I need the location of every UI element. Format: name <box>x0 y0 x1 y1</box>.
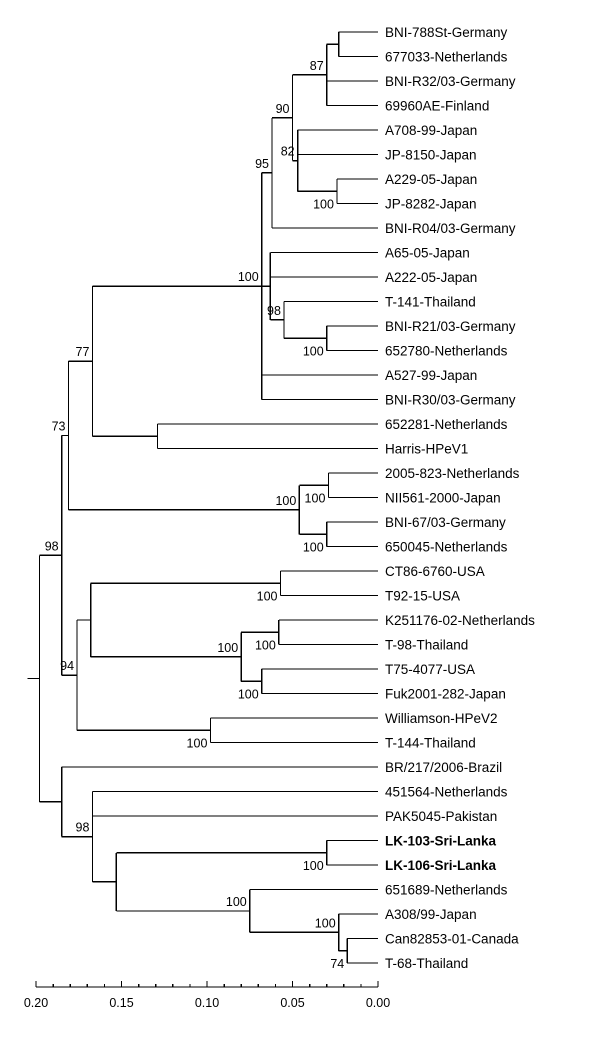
bootstrap-value: 100 <box>257 589 278 603</box>
bootstrap-value: 90 <box>276 102 290 116</box>
bootstrap-value: 98 <box>76 821 90 835</box>
taxon-labels: BNI-788St-Germany 677033-NetherlandsBNI-R… <box>385 25 535 971</box>
taxon-label: A65-05-Japan <box>385 246 470 261</box>
bootstrap-value: 100 <box>187 736 208 750</box>
taxon-label: 2005-823-Netherlands <box>385 466 520 481</box>
taxon-label: CT86-6760-USA <box>385 564 485 579</box>
taxon-label: JP-8282-Japan <box>385 197 477 212</box>
taxon-label: T-68-Thailand <box>385 956 468 971</box>
taxon-label: 451564-Netherlands <box>385 785 508 800</box>
bootstrap-value: 100 <box>238 687 259 701</box>
axis-tick-label: 0.15 <box>109 996 133 1010</box>
bootstrap-value: 100 <box>303 344 324 358</box>
bootstrap-value: 95 <box>255 157 269 171</box>
bootstrap-value: 100 <box>275 494 296 508</box>
taxon-label: 677033-Netherlands <box>385 50 508 65</box>
taxon-label: 651689-Netherlands <box>385 883 508 898</box>
taxon-label: T-141-Thailand <box>385 295 476 310</box>
taxon-label: JP-8150-Japan <box>385 148 477 163</box>
bootstrap-value: 94 <box>60 659 74 673</box>
taxon-label: PAK5045-Pakistan <box>385 809 497 824</box>
axis-tick-label: 0.00 <box>366 996 390 1010</box>
taxon-label: A308/99-Japan <box>385 907 477 922</box>
bootstrap-support-labels: 87 100 82 90 95 100 98 100 77 100 100 100 73 100 100 10… <box>45 59 345 971</box>
taxon-label: Harris-HPeV1 <box>385 442 468 457</box>
taxon-label: A527-99-Japan <box>385 368 477 383</box>
bootstrap-value: 100 <box>305 491 326 505</box>
taxon-label: 650045-Netherlands <box>385 540 508 555</box>
axis-tick-label: 0.10 <box>195 996 219 1010</box>
distance-scale-axis: 0.20 0.15 0.10 0.05 0.00 <box>24 981 390 1010</box>
bootstrap-value: 100 <box>313 197 334 211</box>
bootstrap-value: 77 <box>76 345 90 359</box>
bootstrap-value: 98 <box>267 304 281 318</box>
bootstrap-value: 100 <box>255 638 276 652</box>
taxon-label: T92-15-USA <box>385 589 460 604</box>
bootstrap-value: 87 <box>310 59 324 73</box>
taxon-label: 69960AE-Finland <box>385 99 489 114</box>
bootstrap-value: 100 <box>226 895 247 909</box>
taxon-label: BNI-R30/03-Germany <box>385 393 516 408</box>
taxon-label: Can82853-01-Canada <box>385 932 519 947</box>
bootstrap-value: 100 <box>315 916 336 930</box>
bootstrap-value: 100 <box>303 859 324 873</box>
bootstrap-value: 98 <box>45 539 59 553</box>
taxon-label: A708-99-Japan <box>385 123 477 138</box>
bootstrap-value: 82 <box>281 145 295 159</box>
taxon-label: BNI-R21/03-Germany <box>385 319 516 334</box>
axis-tick-label: 0.05 <box>280 996 304 1010</box>
taxon-label: K251176-02-Netherlands <box>385 613 535 628</box>
taxon-label: 652281-Netherlands <box>385 417 508 432</box>
bootstrap-value: 74 <box>330 957 344 971</box>
taxon-label: NII561-2000-Japan <box>385 491 501 506</box>
bootstrap-value: 100 <box>217 641 238 655</box>
bootstrap-value: 100 <box>303 540 324 554</box>
tree-branches <box>27 31 378 964</box>
taxon-label: BNI-67/03-Germany <box>385 515 506 530</box>
taxon-label: Williamson-HPeV2 <box>385 711 498 726</box>
bootstrap-value: 100 <box>238 270 259 284</box>
taxon-label: BNI-R32/03-Germany <box>385 74 516 89</box>
taxon-label: T75-4077-USA <box>385 662 475 677</box>
taxon-label: T-98-Thailand <box>385 638 468 653</box>
taxon-label: LK-106-Sri-Lanka <box>385 858 497 873</box>
taxon-label: A222-05-Japan <box>385 270 477 285</box>
taxon-label: BNI-788St-Germany <box>385 25 508 40</box>
axis-tick-label: 0.20 <box>24 996 48 1010</box>
taxon-label: T-144-Thailand <box>385 736 476 751</box>
taxon-label: LK-103-Sri-Lanka <box>385 834 497 849</box>
taxon-label: BR/217/2006-Brazil <box>385 760 502 775</box>
taxon-label: A229-05-Japan <box>385 172 477 187</box>
bootstrap-value: 73 <box>52 419 66 433</box>
taxon-label: 652780-Netherlands <box>385 344 508 359</box>
taxon-label: BNI-R04/03-Germany <box>385 221 516 236</box>
taxon-label: Fuk2001-282-Japan <box>385 687 506 702</box>
